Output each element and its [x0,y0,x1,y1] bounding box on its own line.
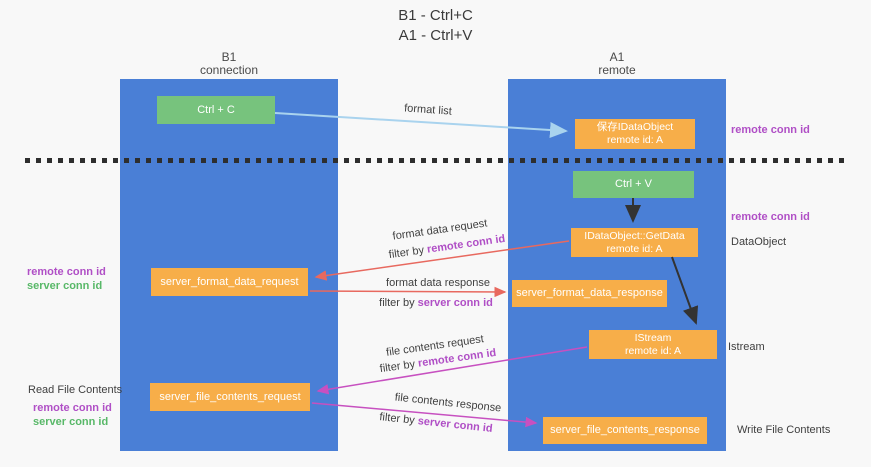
left-column-role: connection [199,63,259,77]
file-remote-conn-id-label: remote conn id [33,402,112,414]
istream-line1: IStream [634,331,672,344]
format-remote-conn-id-label: remote conn id [27,266,106,278]
read-file-contents-text: Read File Contents [28,384,123,396]
dataobject-label: DataObject [731,236,786,248]
server-file-contents-response-box: server_file_contents_response [543,417,707,444]
save-idataobject-box: 保存IDataObject remote id: A [575,119,695,149]
remote-conn-id-text: remote conn id [731,124,810,136]
server-file-contents-request-label: server_file_contents_request [159,390,301,403]
ctrl-c-label: Ctrl + C [197,103,235,116]
file-server-conn-id-label: server conn id [33,416,108,428]
istream-line2: remote id: A [624,344,682,357]
left-column-name: B1 [221,50,237,64]
getdata-line1: IDataObject::GetData [584,229,685,242]
server-format-data-request-box: server_format_data_request [151,268,308,296]
file-contents-response-filter-annotation: filter by server conn id [379,411,493,435]
right-column-role: remote [598,63,636,77]
format-data-response-annotation: format data response [386,277,490,289]
title-line-1: B1 - Ctrl+C [398,7,473,24]
remote-conn-id-label-mid: remote conn id [731,211,810,223]
arrow-format-data-response [309,286,507,298]
phase-divider-dashed-line [25,158,845,163]
server-format-data-response-label: server_format_data_response [516,287,663,299]
server-file-contents-response-label: server_file_contents_response [550,424,700,436]
format-list-text: format list [403,102,453,118]
istream-text: Istream [728,341,765,353]
istream-label: Istream [728,341,765,353]
remote-conn-id-text: remote conn id [27,266,106,278]
ctrl-v-box: Ctrl + V [573,171,694,198]
save-idataobject-line1: 保存IDataObject [596,121,674,133]
right-column-header: A1 remote [598,51,635,77]
filter-by-text: filter by [379,357,419,376]
remote-conn-id-label-top: remote conn id [731,124,810,136]
server-conn-id-text: server conn id [417,415,494,435]
getdata-line2: remote id: A [606,242,663,255]
ctrl-c-box: Ctrl + C [157,96,275,124]
right-column-name: A1 [609,50,625,64]
istream-box: IStream remote id: A [589,330,717,359]
filter-by-text: filter by [378,411,419,428]
format-data-response-text: format data response [386,277,490,289]
read-file-contents-label: Read File Contents [28,384,122,396]
save-idataobject-line2: remote id: A [606,134,664,146]
remote-conn-id-text: remote conn id [731,211,810,223]
format-list-annotation: format list [404,102,452,117]
left-column-header: B1 connection [200,51,258,77]
diagram-title: B1 - Ctrl+C A1 - Ctrl+V [0,6,871,46]
write-file-contents-label: Write File Contents [737,424,830,436]
title-line-2: A1 - Ctrl+V [398,27,473,44]
ctrl-v-label: Ctrl + V [615,178,652,190]
file-contents-response-text: file contents response [394,391,502,415]
format-data-response-filter-annotation: filter by server conn id [379,297,493,309]
filter-by-text: filter by [388,243,428,262]
dataobject-text: DataObject [731,236,787,248]
format-server-conn-id-label: server conn id [27,280,102,292]
server-format-data-request-label: server_format_data_request [160,275,299,288]
server-conn-id-text: server conn id [27,280,103,292]
remote-conn-id-text: remote conn id [33,402,112,414]
server-file-contents-request-box: server_file_contents_request [150,383,310,411]
server-conn-id-text: server conn id [417,297,493,309]
file-contents-response-annotation: file contents response [394,391,502,414]
filter-by-text: filter by [379,297,418,309]
server-conn-id-text: server conn id [33,416,109,428]
write-file-contents-text: Write File Contents [737,424,831,436]
idataobject-getdata-box: IDataObject::GetData remote id: A [571,228,698,257]
server-format-data-response-box: server_format_data_response [512,280,667,307]
